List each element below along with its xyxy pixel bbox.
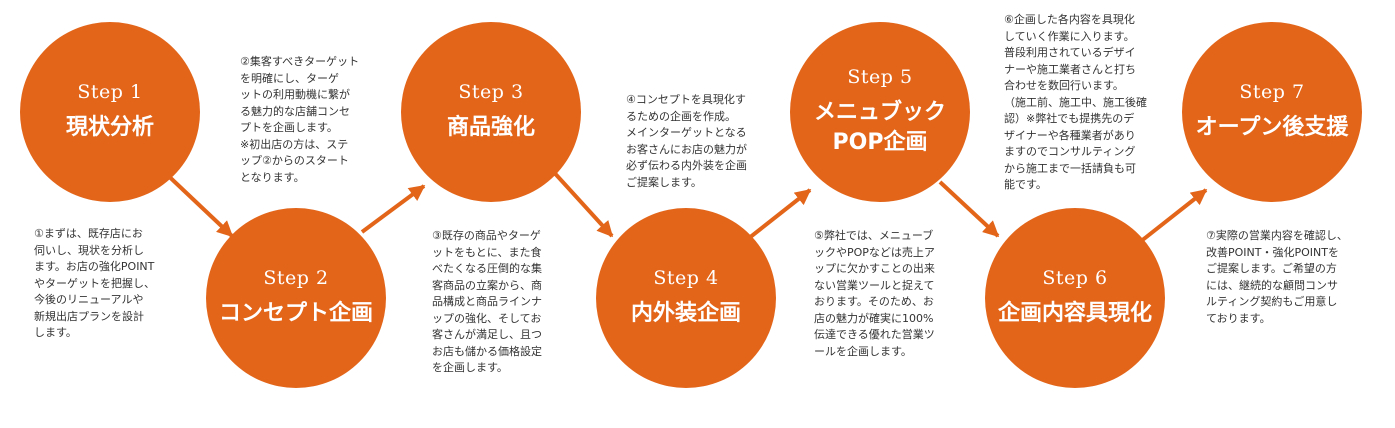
desc-line: ますのでコンサルティング: [1004, 145, 1136, 158]
desc-line: お店も儲かる価格設定: [432, 344, 542, 358]
desc-line: べたくなる圧倒的な集: [432, 262, 542, 275]
desc-line: ております。: [1206, 311, 1271, 325]
arrow-step6-to-step7: [1138, 188, 1208, 244]
step-6-description: ⑥企画した各内容を具現化 していく作業に入ります。 普段利用されているデザイ ナ…: [1004, 12, 1147, 194]
desc-line: ④コンセプトを具現化す: [626, 93, 746, 106]
desc-line: ⑥企画した各内容を具現化: [1004, 13, 1135, 26]
step-7-description: ⑦実際の営業内容を確認し、 改善POINT・強化POINTを ご提案します。ご希…: [1206, 228, 1348, 327]
step-4-title: 内外装企画: [631, 299, 741, 329]
desc-line: には、継続的な顧問コンサ: [1206, 278, 1338, 292]
desc-line: となります。: [240, 170, 305, 184]
step-5-title: メニュブック POP企画: [814, 98, 946, 158]
step-2-number: Step 2: [263, 267, 329, 289]
desc-line: 店の魅力が確実に100%: [814, 311, 934, 325]
desc-line: 伝達できる優れた営業ツ: [814, 328, 935, 341]
desc-line: ⑦実際の営業内容を確認し、: [1206, 229, 1348, 242]
desc-line: ップ②からのスタート: [240, 154, 349, 167]
desc-line: 能です。: [1004, 178, 1047, 191]
desc-line: 品構成と商品ラインナ: [432, 295, 542, 308]
desc-line: ップの強化、そしてお: [432, 311, 542, 325]
step-3-title-line: 商品強化: [446, 115, 535, 140]
step-5-title-line-2: POP企画: [832, 130, 928, 155]
step-1-title: 現状分析: [66, 113, 154, 143]
step-4-title-line: 内外装企画: [630, 301, 741, 326]
step-4-number: Step 4: [653, 267, 719, 289]
step-6-title: 企画内容具現化: [998, 299, 1152, 329]
step-7-title-line: オープン後支援: [1195, 115, 1349, 140]
desc-line: 改善POINT・強化POINTを: [1206, 245, 1339, 259]
step-1-number: Step 1: [77, 81, 143, 103]
desc-line: ご提案します。: [626, 175, 702, 189]
step-3-description: ③既存の商品やターゲ ットをもとに、また食 べたくなる圧倒的な集 客商品の立案か…: [432, 228, 542, 377]
desc-line: 客商品の立案から、商: [432, 278, 542, 292]
desc-line: る魅力的な店舗コンセ: [240, 104, 350, 118]
step-7-circle: Step 7 オープン後支援: [1182, 22, 1362, 202]
step-1-circle: Step 1 現状分析: [20, 22, 200, 202]
step-1-description: ①まずは、既存店にお 伺いし、現状を分析し ます。お店の強化POINT やターゲ…: [34, 226, 155, 342]
step-5-number: Step 5: [847, 66, 913, 88]
desc-line: ⑤弊社では、メニューブ: [814, 229, 934, 242]
step-2-description: ②集客すべきターゲット を明確にし、ターゲ ットの利用動機に繋が る魅力的な店舗…: [240, 54, 359, 186]
desc-line: 今後のリニューアルや: [34, 293, 144, 306]
step-7-title: オープン後支援: [1196, 113, 1349, 143]
arrow-step2-to-step3: [360, 184, 426, 234]
desc-line: していく作業に入ります。: [1004, 29, 1135, 43]
desc-line: ②集客すべきターゲット: [240, 55, 360, 68]
desc-line: 新規出店プランを設計: [34, 309, 144, 323]
desc-line: ご提案します。ご希望の方: [1206, 262, 1337, 275]
desc-line: 合わせを数回行います。: [1004, 79, 1124, 92]
step-2-title: コンセプト企画: [219, 299, 373, 329]
desc-line: ップに欠かすことの出来: [814, 262, 935, 275]
step-1-title-line: 現状分析: [65, 115, 154, 140]
arrow-step4-to-step5: [742, 188, 812, 244]
desc-line: お客さんにお店の魅力が: [626, 142, 747, 156]
step-2-title-line: コンセプト企画: [218, 301, 373, 326]
desc-line: ットをもとに、また食: [432, 245, 542, 259]
step-6-title-line: 企画内容具現化: [997, 301, 1152, 326]
desc-line: ールを企画します。: [814, 344, 912, 358]
step-5-title-line-1: メニュブック: [813, 100, 946, 125]
desc-line: から施工まで一括請負も可: [1004, 161, 1136, 175]
desc-line: ③既存の商品やターゲ: [432, 229, 541, 242]
desc-line: ※初出店の方は、ステ: [240, 137, 349, 151]
desc-line: します。: [34, 326, 77, 339]
step-4-description: ④コンセプトを具現化す るための企画を作成。 メインターゲットとなる お客さんに…: [626, 92, 747, 191]
desc-line: やターゲットを把握し、: [34, 276, 155, 290]
desc-line: 客さんが満足し、且つ: [432, 328, 542, 341]
desc-line: ザイナーや各種業者があり: [1004, 128, 1136, 142]
desc-line: 伺いし、現状を分析し: [34, 243, 144, 257]
step-5-circle: Step 5 メニュブック POP企画: [790, 22, 970, 202]
desc-line: ない営業ツールと捉えて: [814, 278, 935, 292]
desc-line: メインターゲットとなる: [626, 126, 747, 139]
arrow-step1-to-step2: [158, 166, 234, 238]
desc-line: ナーや施工業者さんと打ち: [1004, 62, 1136, 76]
desc-line: 必ず伝わる内外装を企画: [626, 159, 747, 172]
desc-line: ルティング契約もご用意し: [1206, 295, 1338, 308]
desc-line: 普段利用されているデザイ: [1004, 46, 1136, 59]
step-6-number: Step 6: [1042, 267, 1108, 289]
desc-line: を企画します。: [432, 361, 508, 374]
step-3-title: 商品強化: [447, 113, 535, 143]
step-3-circle: Step 3 商品強化: [401, 22, 581, 202]
step-7-number: Step 7: [1239, 81, 1305, 103]
step-3-number: Step 3: [458, 81, 524, 103]
arrow-step5-to-step6: [938, 180, 1000, 238]
arrow-step3-to-step4: [548, 166, 614, 238]
desc-line: ックやPOPなどは売上ア: [814, 245, 935, 259]
step-5-description: ⑤弊社では、メニューブ ックやPOPなどは売上ア ップに欠かすことの出来 ない営…: [814, 228, 935, 360]
desc-line: おります。そのため、お: [814, 295, 934, 308]
desc-line: （施工前、施工中、施工後確: [1004, 95, 1147, 109]
desc-line: 認）※弊社でも提携先のデ: [1004, 112, 1135, 125]
step-4-circle: Step 4 内外装企画: [596, 208, 776, 388]
desc-line: ①まずは、既存店にお: [34, 227, 143, 240]
step-6-circle: Step 6 企画内容具現化: [985, 208, 1165, 388]
desc-line: プトを企画します。: [240, 121, 338, 134]
desc-line: を明確にし、ターゲ: [240, 71, 339, 85]
desc-line: ットの利用動機に繋が: [240, 88, 350, 101]
step-2-circle: Step 2 コンセプト企画: [206, 208, 386, 388]
desc-line: るための企画を作成。: [626, 109, 736, 123]
desc-line: ます。お店の強化POINT: [34, 260, 155, 273]
